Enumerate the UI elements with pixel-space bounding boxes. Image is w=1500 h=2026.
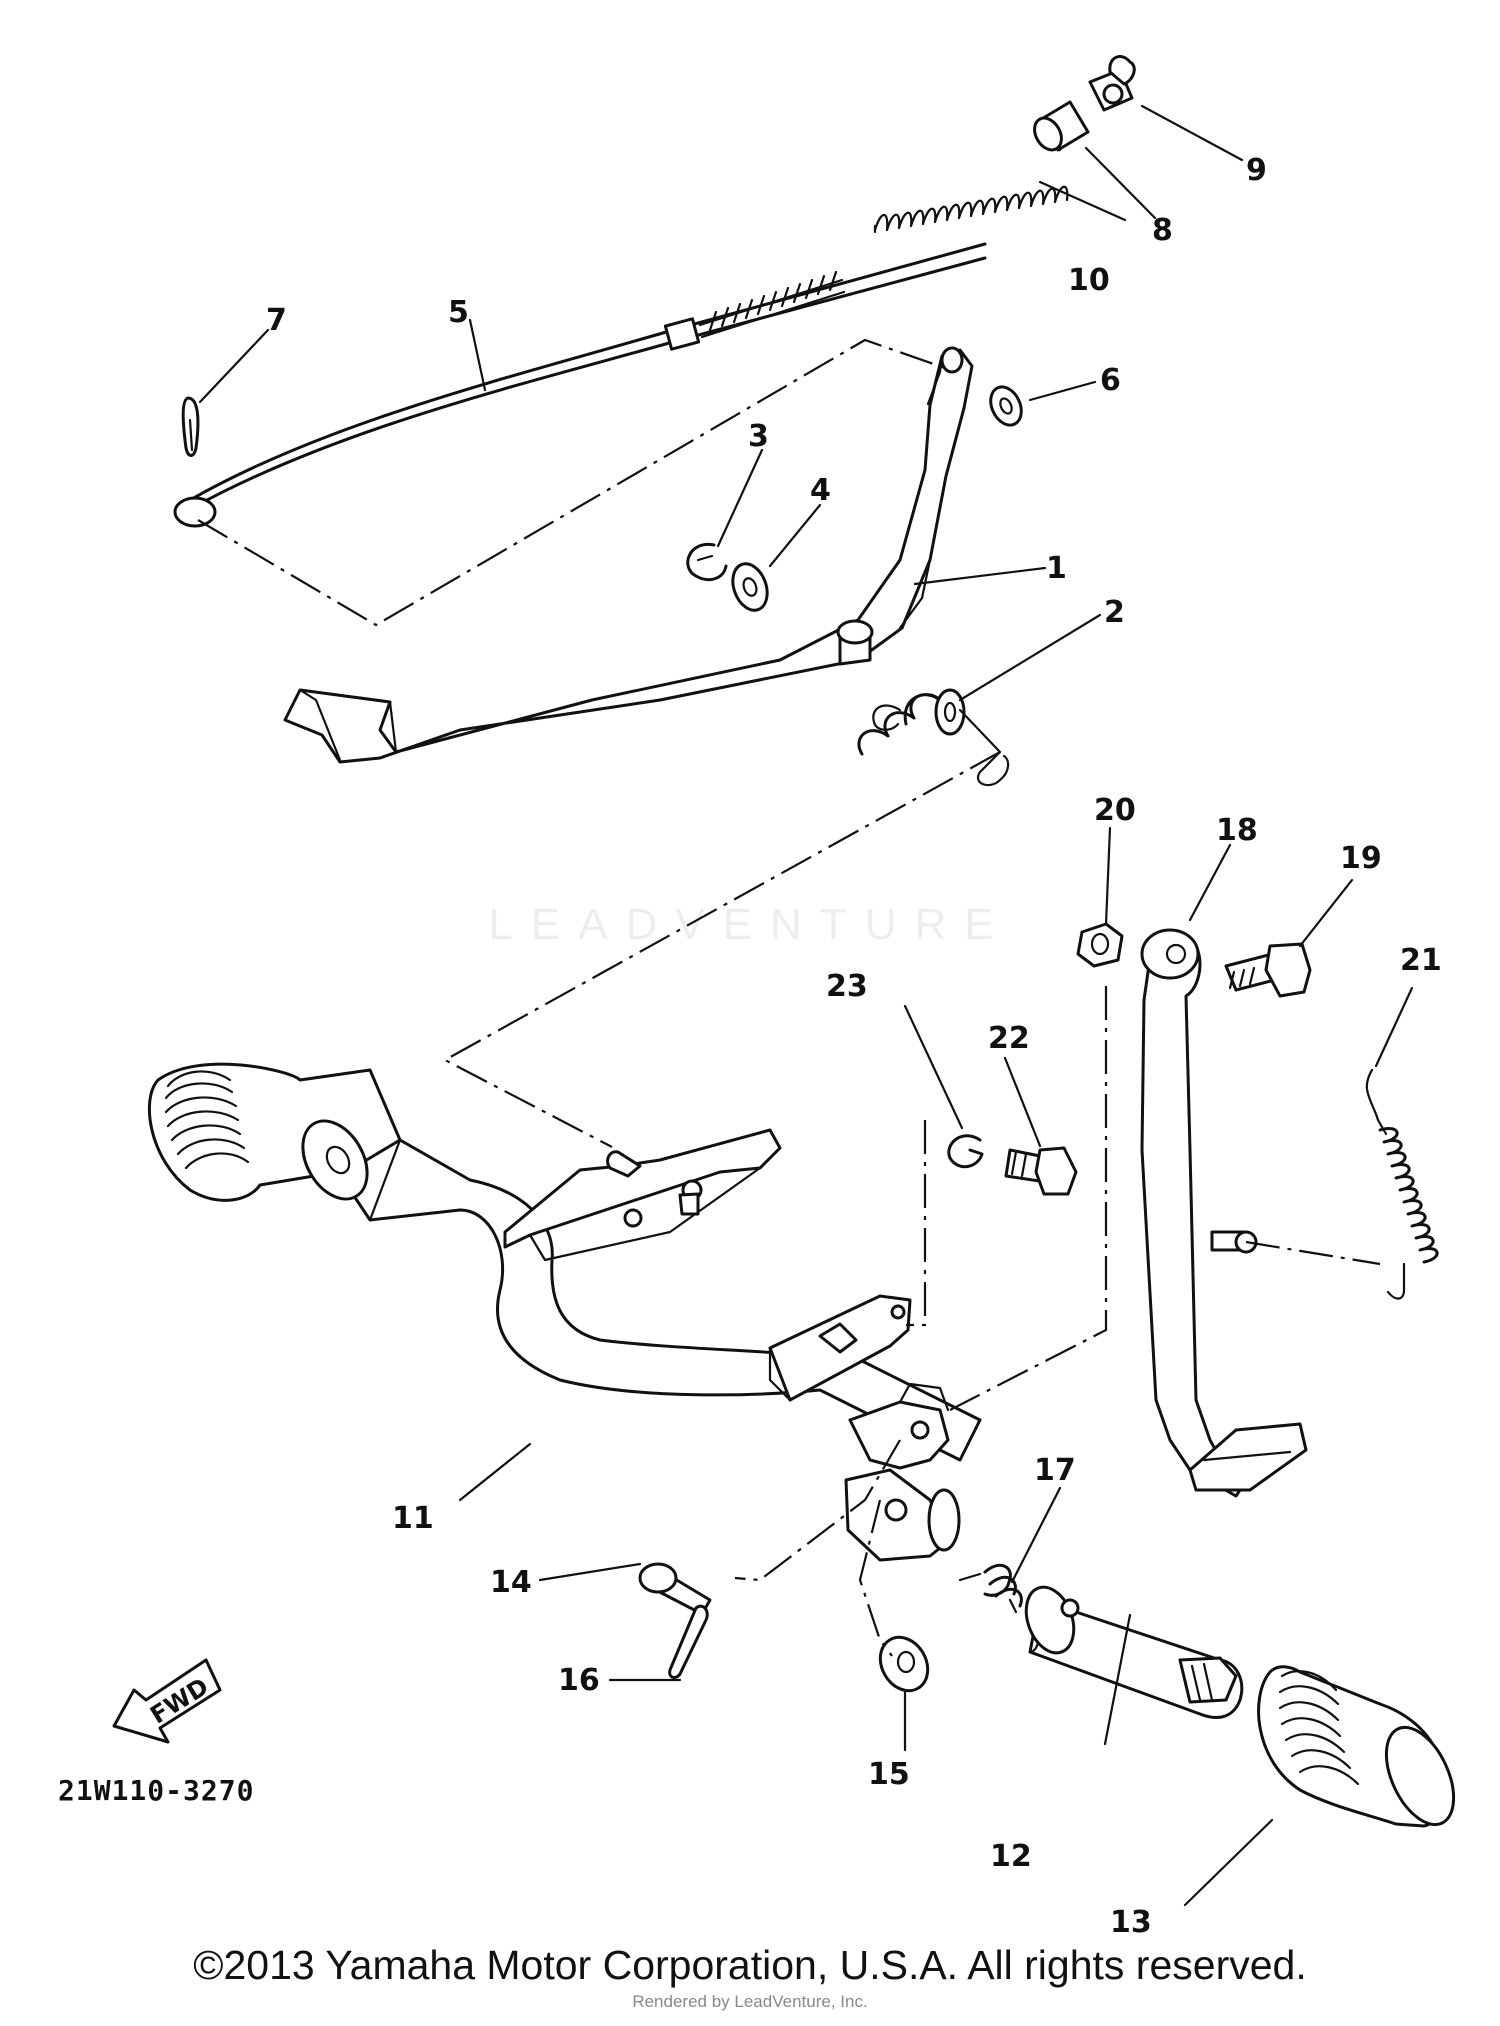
- callout-13: 13: [1110, 1905, 1152, 1940]
- callout-23: 23: [826, 969, 868, 1004]
- fwd-arrow-icon: FWD: [112, 1658, 222, 1744]
- callout-3: 3: [748, 419, 769, 454]
- bolt-22: [1004, 1146, 1078, 1196]
- callout-1: 1: [1046, 551, 1067, 586]
- brake-pedal-1: [283, 346, 974, 764]
- callout-20: 20: [1094, 793, 1136, 828]
- callout-11: 11: [392, 1501, 434, 1536]
- callout-17: 17: [1034, 1453, 1076, 1488]
- footrest-rubber-13: [1257, 1665, 1456, 1828]
- footrest-rubber-left: [147, 1062, 402, 1202]
- callout-18: 18: [1216, 813, 1258, 848]
- callout-labels: 1 2 3 4 5 6 7 8 9 10 11 12 13 14 15 16 1…: [266, 153, 1442, 1940]
- spring-17: [958, 1563, 1023, 1614]
- callout-14: 14: [490, 1565, 532, 1600]
- callout-6: 6: [1100, 363, 1121, 398]
- nut-20: [1076, 922, 1124, 968]
- circlip-3: [686, 542, 728, 582]
- callout-4: 4: [810, 473, 831, 508]
- adjusting-spring-10: [873, 138, 1069, 234]
- callout-15: 15: [868, 1757, 910, 1792]
- washer-4: [731, 562, 769, 612]
- joint-8: [1033, 100, 1090, 152]
- callout-9: 9: [1246, 153, 1267, 188]
- callout-2: 2: [1104, 595, 1125, 630]
- callout-21: 21: [1400, 943, 1442, 978]
- wing-nut-9: [1088, 55, 1136, 112]
- footrest-bar-12: [1024, 1585, 1244, 1719]
- return-spring-2: [857, 688, 1010, 787]
- cotter-pin-7: [181, 396, 200, 457]
- brake-rod: [173, 242, 987, 528]
- lock-washer-23: [947, 1134, 984, 1169]
- callout-22: 22: [988, 1021, 1030, 1056]
- callout-10: 10: [1068, 263, 1110, 298]
- callout-7: 7: [266, 303, 287, 338]
- copyright-notice: ©2013 Yamaha Motor Corporation, U.S.A. A…: [193, 1942, 1307, 1988]
- callout-8: 8: [1152, 213, 1173, 248]
- rendered-by-credit: Rendered by LeadVenture, Inc.: [632, 1992, 868, 2011]
- leader-lines: [198, 104, 1414, 1907]
- spring-21: [1365, 1068, 1439, 1300]
- callout-19: 19: [1340, 841, 1382, 876]
- callout-12: 12: [990, 1839, 1032, 1874]
- callout-5: 5: [448, 295, 469, 330]
- watermark: LEADVENTURE: [488, 900, 1012, 949]
- diagram-id: 21W110-3270: [58, 1774, 254, 1807]
- washer-6: [989, 385, 1023, 427]
- cotter-pin-16: [668, 1604, 709, 1679]
- assembly-lines: [197, 338, 1381, 1657]
- callout-16: 16: [558, 1663, 600, 1698]
- bolt-19: [1224, 942, 1312, 998]
- washer-15: [878, 1635, 930, 1693]
- pin-14: [638, 1562, 712, 1616]
- stand-bracket-plate: [768, 1294, 961, 1562]
- sidestand-18: [1140, 928, 1308, 1498]
